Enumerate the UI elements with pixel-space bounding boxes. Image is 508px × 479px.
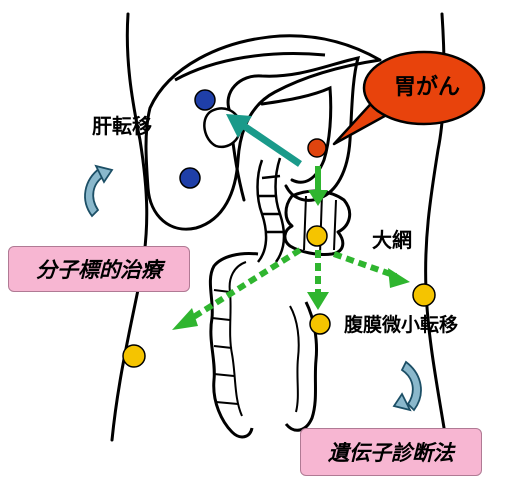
liver-arrow-shaft	[244, 126, 300, 164]
duodenum-left	[258, 160, 267, 262]
peritoneal-node-left	[123, 345, 145, 367]
arrowhead-right	[388, 268, 410, 288]
omentum-to-right-arrow	[334, 254, 396, 276]
genetic-diagnosis-box: 遺伝子診断法	[300, 428, 482, 476]
greater-omentum-label: 大網	[372, 230, 412, 250]
arrowhead-down-1	[308, 190, 328, 206]
liver-metastasis-node-2	[180, 168, 200, 188]
descending-colon-inner	[290, 306, 299, 412]
curved-arrow-icon	[85, 166, 112, 216]
peritoneal-node-center	[310, 314, 330, 334]
arrowhead-left	[172, 308, 198, 330]
molecular-targeted-therapy-box: 分子標的治療	[8, 246, 190, 292]
colon-folds	[212, 290, 238, 404]
peritoneal-metastasis-label: 腹膜微小転移	[344, 316, 458, 335]
curved-arrow-icon	[394, 362, 421, 410]
peritoneal-node-right	[413, 284, 435, 306]
liver-metastasis-node-1	[195, 90, 215, 110]
colon	[210, 191, 349, 437]
duodenum	[258, 158, 285, 262]
duodenum-right	[276, 158, 285, 262]
duodenum-rib-1	[262, 176, 280, 178]
liver-metastasis-label: 肝転移	[92, 116, 152, 136]
body-left-contour	[112, 14, 147, 440]
omentum-node	[307, 226, 327, 246]
arrowhead-down-2	[307, 292, 329, 310]
omentum-to-left-arrow	[192, 250, 300, 318]
primary-tumor	[308, 139, 326, 157]
callout-text: 胃がん	[394, 77, 460, 99]
